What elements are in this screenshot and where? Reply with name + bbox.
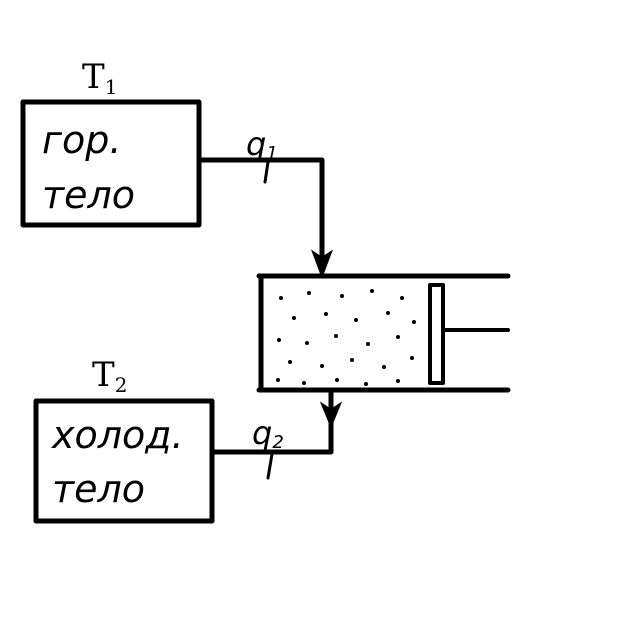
heat-output-subscript: 2: [272, 432, 283, 453]
heat-output-tick: [266, 452, 274, 480]
heat-input-tick: [263, 160, 270, 184]
hot-body-box: [20, 99, 202, 228]
cold-body-temperature-subscript: 2: [115, 373, 128, 397]
heat-output-flow: q2: [209, 389, 343, 480]
cold-body-temperature-label: T2: [92, 355, 127, 397]
hot-body-temperature-subscript: 1: [105, 75, 118, 99]
piston: [428, 283, 445, 385]
cylinder: [256, 273, 511, 393]
hot-body-label-line2: тело: [42, 173, 135, 217]
heat-input-subscript: 1: [266, 143, 277, 164]
heat-input-line: [196, 157, 325, 273]
hot-body-temperature-label: T1: [82, 57, 117, 99]
cold-body: T2 холод. тело: [33, 355, 215, 524]
heat-output-arrowhead: [319, 401, 343, 429]
heat-input-label: q1: [246, 125, 278, 164]
cold-body-label-line2: тело: [52, 467, 145, 511]
hot-body-label-line1: гор.: [42, 118, 121, 162]
cold-body-label-line1: холод.: [51, 413, 184, 457]
heat-input-arrowhead: [310, 249, 334, 279]
hot-body: T1 гор. тело: [20, 57, 202, 228]
cold-body-box: [33, 398, 215, 524]
heat-input-flow: q1: [196, 125, 334, 279]
heat-output-label: q2: [252, 414, 284, 453]
working-gas: [276, 289, 416, 386]
